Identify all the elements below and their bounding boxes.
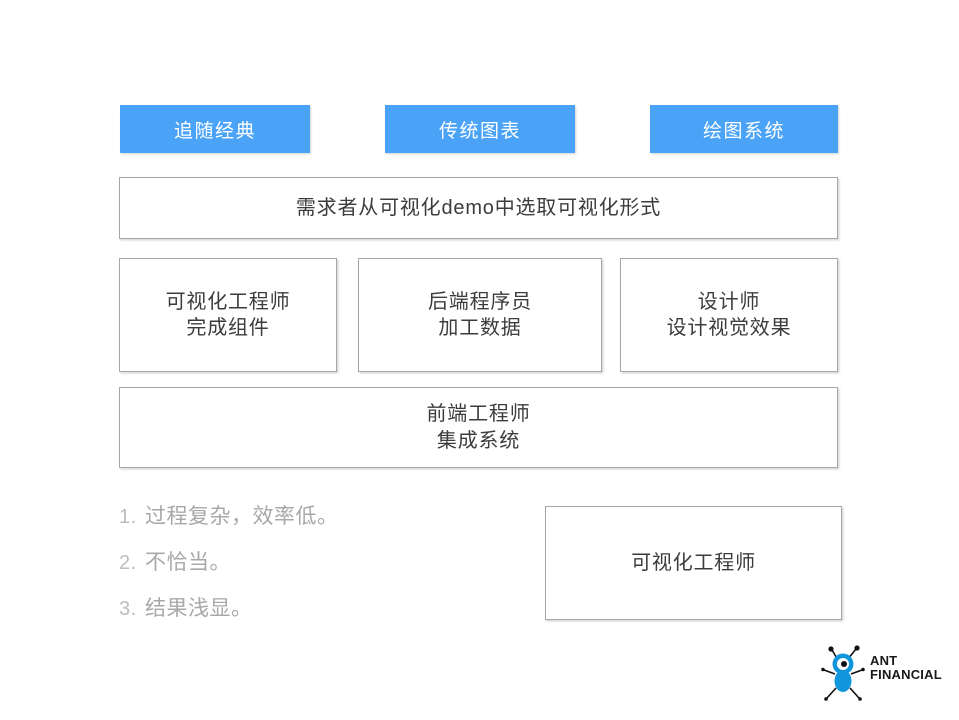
flow-role-designer: 设计师 设计视觉效果: [620, 258, 838, 372]
flow-role-visualization-engineer: 可视化工程师 完成组件: [119, 258, 337, 372]
logo-wordmark: ANT FINANCIAL: [870, 654, 942, 682]
list-item: 1. 过程复杂，效率低。: [119, 500, 499, 546]
issue-list: 1. 过程复杂，效率低。 2. 不恰当。 3. 结果浅显。: [119, 500, 499, 638]
flow-role-line1: 可视化工程师: [165, 290, 291, 313]
issue-number: 1.: [119, 506, 137, 528]
logo-wordmark-line2: FINANCIAL: [870, 667, 942, 682]
flow-role-line2: 设计视觉效果: [666, 317, 792, 339]
tag-button-drawing-system[interactable]: 绘图系统: [650, 105, 838, 153]
issue-text: 过程复杂，效率低。: [145, 505, 339, 528]
flow-step-select-visualization: 需求者从可视化demo中选取可视化形式: [119, 177, 838, 239]
list-item: 2. 不恰当。: [119, 546, 499, 592]
flow-role-line1: 后端程序员: [428, 290, 532, 313]
flow-role-line2: 完成组件: [186, 317, 270, 339]
issue-number: 3.: [119, 598, 137, 620]
issue-number: 2.: [119, 552, 137, 574]
flow-role-text: 可视化工程师 完成组件: [166, 289, 291, 342]
issue-text: 结果浅显。: [145, 597, 253, 620]
list-item: 3. 结果浅显。: [119, 592, 499, 638]
result-box-label: 可视化工程师: [631, 551, 756, 574]
issue-text: 不恰当。: [145, 551, 231, 574]
flow-role-text: 后端程序员 加工数据: [428, 289, 532, 342]
logo-wordmark-line1: ANT: [870, 653, 898, 668]
tag-button-traditional-charts[interactable]: 传统图表: [385, 105, 575, 153]
flow-step-integration-line1: 前端工程师: [426, 403, 531, 426]
flow-role-line1: 设计师: [697, 290, 761, 313]
ant-financial-logo: ANT FINANCIAL: [818, 640, 946, 706]
ant-mascot-icon: [821, 645, 865, 701]
tag-row: 追随经典 传统图表 绘图系统: [120, 105, 838, 153]
flow-role-backend-programmer: 后端程序员 加工数据: [358, 258, 602, 372]
flow-role-line2: 加工数据: [438, 317, 522, 339]
flow-step-select-label: 需求者从可视化demo中选取可视化形式: [295, 196, 662, 219]
tag-button-classic[interactable]: 追随经典: [120, 105, 310, 153]
result-box-visualization-engineer: 可视化工程师: [545, 506, 842, 620]
flow-step-integration-line2: 集成系统: [436, 429, 521, 452]
flow-role-text: 设计师 设计视觉效果: [667, 289, 792, 342]
flow-step-integration: 前端工程师 集成系统: [119, 387, 838, 468]
flow-step-integration-text: 前端工程师 集成系统: [427, 401, 531, 454]
